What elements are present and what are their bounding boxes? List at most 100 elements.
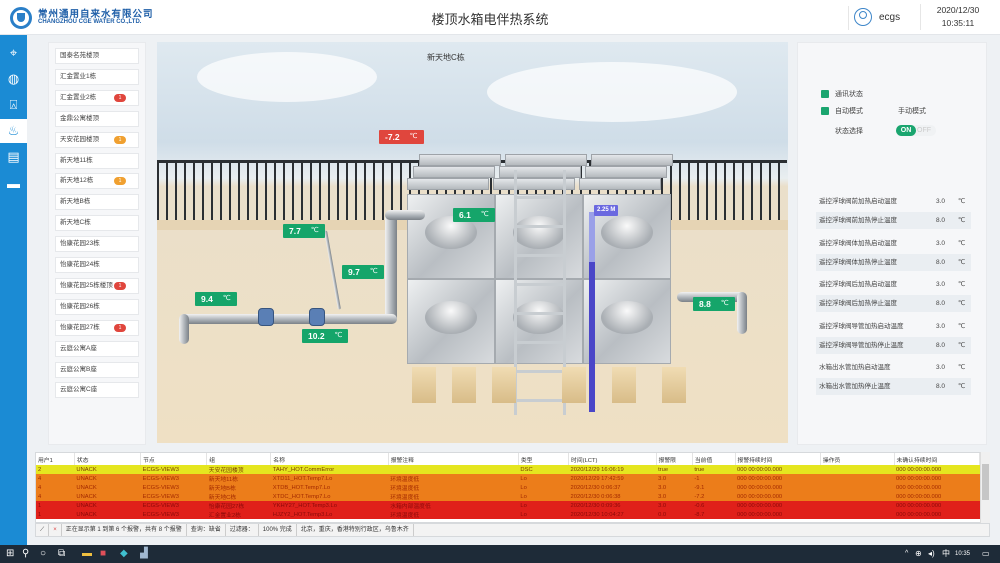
manual-mode-option[interactable]: 手动模式: [898, 108, 926, 115]
column-header[interactable]: 节点: [140, 453, 208, 465]
column-header[interactable]: 报警注释: [388, 453, 519, 465]
float-valve: [309, 308, 325, 326]
alarm-cell: true: [692, 465, 736, 474]
user-avatar-icon: [854, 8, 872, 26]
alarm-cell: 000 00:00:00.000: [894, 510, 980, 519]
search-icon[interactable]: ⚲: [22, 548, 30, 559]
column-header[interactable]: 类型: [518, 453, 570, 465]
pin-icon[interactable]: ⟋: [36, 524, 50, 536]
column-header[interactable]: 报警限: [656, 453, 693, 465]
param-value[interactable]: 3.0: [936, 281, 946, 288]
windows-start-icon[interactable]: ⊞: [6, 548, 15, 559]
alarm-cell: UNACK: [74, 501, 141, 510]
app-scada-icon[interactable]: ▟: [140, 548, 148, 559]
alarm-cell: 000 00:00:00.000: [894, 501, 980, 510]
column-header[interactable]: 操作员: [820, 453, 895, 465]
close-icon[interactable]: ×: [49, 524, 62, 536]
map-pin-icon[interactable]: ⌖: [9, 45, 18, 60]
alarm-cell: -7.2: [692, 492, 736, 501]
building-item[interactable]: 国泰名苑楼顶: [55, 48, 139, 64]
report-icon[interactable]: ▤: [7, 149, 20, 164]
alarm-status-bar: ⟋ × 正在显示第 1 到第 6 个报警，共有 8 个报警 查询：缺省 过滤器：…: [35, 523, 990, 537]
auto-mode-checkbox[interactable]: [821, 107, 829, 115]
taskbar-clock[interactable]: 10:35: [955, 551, 971, 557]
building-item[interactable]: 新天地B栋: [55, 194, 139, 211]
volume-icon[interactable]: ◂): [928, 549, 935, 558]
alarm-light-icon[interactable]: ⍓: [9, 97, 18, 112]
param-value[interactable]: 8.0: [936, 383, 946, 390]
param-value[interactable]: 3.0: [936, 322, 946, 330]
tank-support-block: [452, 367, 476, 403]
alarm-cell: 000 00:00:00.000: [735, 483, 821, 492]
column-header[interactable]: 当前值: [692, 453, 736, 465]
building-item[interactable]: 云庭公寓B座: [55, 361, 139, 378]
param-unit: ℃: [958, 364, 966, 371]
alarm-cell: Lo: [518, 501, 569, 510]
column-header[interactable]: 报警持续时间: [735, 453, 821, 465]
column-header[interactable]: 用户1: [36, 453, 75, 465]
param-unit: ℃: [958, 198, 966, 205]
param-value[interactable]: 8.0: [936, 217, 946, 224]
param-label: 遥控浮球阀体加热停止温度: [819, 258, 897, 266]
tank-top-panel: [407, 178, 489, 190]
cortana-icon[interactable]: ○: [40, 548, 47, 559]
alarm-cell: 天安花园楼顶: [206, 465, 271, 474]
column-header[interactable]: 状态: [74, 453, 142, 465]
building-item[interactable]: 新天地C栋: [55, 215, 139, 232]
state-toggle[interactable]: ON OFF: [896, 125, 936, 136]
building-item[interactable]: 怡康花园24栋: [55, 257, 139, 273]
user-name: ecgs: [879, 12, 901, 23]
param-value[interactable]: 8.0: [936, 341, 946, 349]
building-item[interactable]: 新天地11栋: [55, 152, 139, 169]
building-label: 怡康花园23栋: [60, 240, 100, 248]
param-value[interactable]: 3.0: [936, 239, 946, 247]
building-item[interactable]: 汇金置业1栋: [55, 68, 139, 85]
water-drop-icon[interactable]: ◍: [7, 71, 20, 86]
heating-icon[interactable]: ♨: [0, 119, 27, 143]
water-level-label: 2.25 M: [594, 205, 619, 216]
building-item[interactable]: 云庭公寓C座: [55, 382, 139, 399]
column-header[interactable]: 组: [206, 453, 272, 465]
alarm-cell: 水箱内部温度低: [388, 501, 519, 510]
param-value[interactable]: 8.0: [936, 258, 946, 266]
column-header[interactable]: 未确认持续时间: [894, 453, 981, 465]
network-icon[interactable]: ⊕: [915, 549, 922, 558]
param-value[interactable]: 3.0: [936, 364, 946, 371]
column-header[interactable]: 名称: [270, 453, 389, 465]
file-explorer-icon[interactable]: ▬: [82, 548, 92, 559]
user-menu[interactable]: ecgs: [848, 6, 918, 30]
notification-icon[interactable]: ▭: [982, 549, 990, 558]
param-value[interactable]: 8.0: [936, 300, 946, 307]
param-unit: ℃: [958, 239, 966, 247]
building-item[interactable]: 金鼎公寓楼顶: [55, 110, 139, 127]
param-value[interactable]: 3.0: [936, 198, 946, 205]
app-cyan-icon[interactable]: ◆: [120, 548, 128, 559]
column-header[interactable]: 时间(LCT): [568, 453, 657, 465]
folder-icon[interactable]: ▬: [7, 175, 20, 191]
alarm-cell: [820, 501, 895, 510]
alarm-scrollbar[interactable]: [980, 452, 990, 523]
building-label: 国泰名苑楼顶: [60, 52, 99, 59]
building-label: 怡康花园27栋: [60, 323, 100, 331]
building-item[interactable]: 怡康花园26栋: [55, 298, 139, 315]
tray-chevron-icon[interactable]: ^: [905, 550, 909, 557]
ime-indicator[interactable]: 中: [942, 549, 950, 558]
status-query: 查询：缺省: [187, 524, 226, 536]
app-red-icon[interactable]: ■: [100, 548, 107, 559]
building-item[interactable]: 云庭公寓A座: [55, 340, 139, 357]
alarm-cell: 1: [36, 510, 75, 519]
building-item[interactable]: 怡康花园23栋: [55, 236, 139, 253]
task-view-icon[interactable]: ⧉: [58, 548, 66, 559]
